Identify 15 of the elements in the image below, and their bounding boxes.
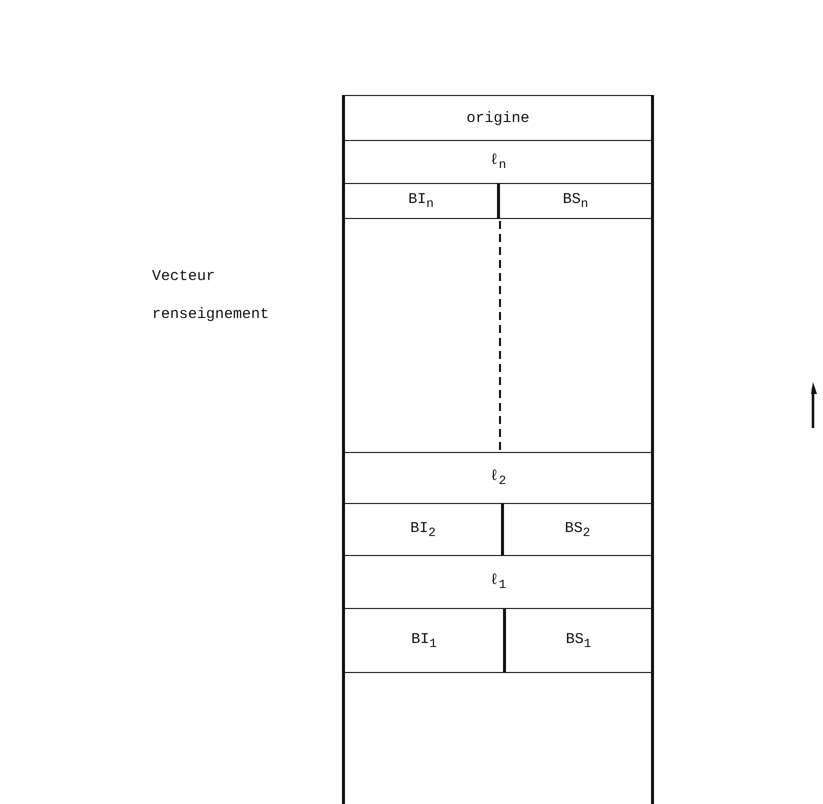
table-cell — [345, 608, 506, 672]
cell-label: ℓ$_{2}$ — [490, 468, 506, 488]
cell-label: origine — [466, 110, 530, 126]
cell-label: BI$_{1}$ — [411, 630, 437, 650]
cell-label: BS$_{n}$ — [562, 191, 588, 211]
cell-label: BI$_{n}$ — [408, 191, 434, 211]
table-cell — [345, 503, 504, 555]
empty-region — [345, 218, 651, 452]
table-cell — [345, 183, 500, 218]
side-label: Vecteur renseignement — [152, 267, 270, 325]
cell-label: BS$_{1}$ — [566, 630, 592, 650]
cell-label: ℓ$_{1}$ — [490, 572, 506, 592]
cell-label: ℓ$_{n}$ — [490, 152, 506, 172]
cell-label: BI$_{2}$ — [410, 520, 436, 540]
cell-label: BS$_{2}$ — [564, 520, 590, 540]
